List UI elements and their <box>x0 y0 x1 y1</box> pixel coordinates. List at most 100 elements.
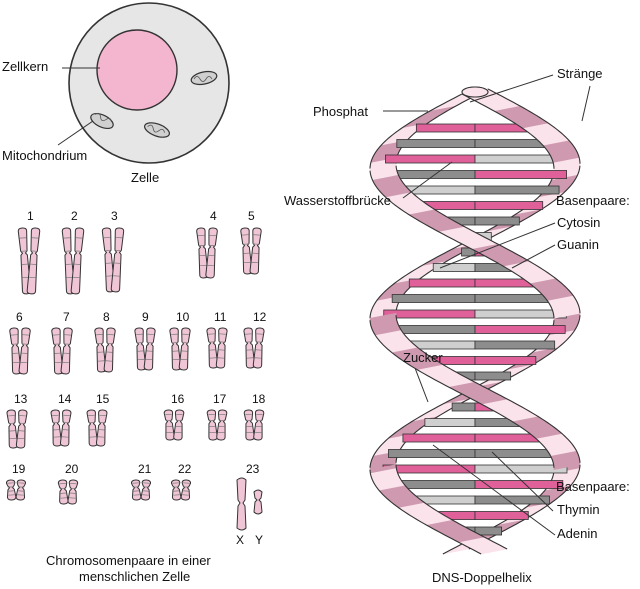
chromosome-number: 6 <box>16 310 23 324</box>
base-left <box>396 139 476 148</box>
strand-segment <box>553 462 581 471</box>
base-left <box>385 154 476 164</box>
base-right <box>474 325 566 334</box>
chromosome-pair-3 <box>101 227 125 293</box>
mitochondrion <box>144 122 170 138</box>
chromosome-pair-9 <box>134 327 156 371</box>
helix-leaders <box>383 74 591 536</box>
cell-title: Zelle <box>131 170 159 185</box>
base-right <box>474 464 568 474</box>
chromosome-x <box>236 477 247 531</box>
chromosome-number: 18 <box>252 392 266 406</box>
chromosome-pair-15 <box>86 409 108 447</box>
chromosome-pair-6 <box>9 327 31 375</box>
helix-title: DNS-Doppelhelix <box>432 570 532 585</box>
chromosome-pair-5 <box>240 227 262 275</box>
base-right <box>474 185 560 195</box>
y-label: Y <box>255 533 263 547</box>
chromosome-pair-11 <box>206 327 228 369</box>
chromosome-pair-19 <box>5 479 27 501</box>
thymine-label: Thymin <box>557 502 600 517</box>
chromosome-number: 4 <box>210 209 217 223</box>
chromosome-number: 15 <box>96 392 110 406</box>
cytosine-label: Cytosin <box>557 215 600 230</box>
cell-diagram: Zellkern Mitochondrium Zelle <box>2 2 230 185</box>
chromosome-pair-10 <box>169 327 191 371</box>
chromosome-number: 23 <box>246 462 260 476</box>
sugar-label: Zucker <box>403 350 443 365</box>
chromatid <box>236 477 247 531</box>
base-right <box>474 480 564 489</box>
chromosome-pair-1 <box>17 227 41 295</box>
hydrogen-bond-label: Wasserstoffbrücke <box>284 193 391 208</box>
adenine-leader <box>432 444 556 536</box>
base-pairs-bottom-label: Basenpaare: <box>556 479 630 494</box>
chromosome-number: 5 <box>248 209 255 223</box>
base-left <box>432 263 476 272</box>
chromosome-number: 7 <box>63 310 70 324</box>
chromosome-y <box>253 489 263 515</box>
chromosome-pair-21 <box>130 479 152 501</box>
base-left <box>424 418 476 427</box>
mitochondrion-leader <box>57 120 94 146</box>
base-right <box>474 371 512 381</box>
strand-edge <box>369 170 555 555</box>
chromosome-pair-16 <box>163 409 185 441</box>
mitochondrion-label: Mitochondrium <box>2 148 87 163</box>
strands-label: Stränge <box>557 66 603 81</box>
strand-edge <box>395 165 581 550</box>
karyotype-caption-line2: menschlichen Zelle <box>79 569 190 584</box>
chromosome-number: 19 <box>12 462 26 476</box>
dna-double-helix <box>369 86 581 555</box>
phosphate-label: Phosphat <box>313 104 368 119</box>
thymine-leader <box>491 451 554 512</box>
sugar-leader <box>414 367 429 403</box>
guanine-leader <box>511 244 556 269</box>
base-left <box>402 433 476 443</box>
chromosome-number: 14 <box>58 392 72 406</box>
karyotype-caption-line1: Chromosomenpaare in einer <box>46 553 211 568</box>
strands-leader-1 <box>469 74 554 103</box>
base-left <box>388 449 476 458</box>
strand-edge <box>369 93 555 468</box>
chromosome-pair-20 <box>57 479 79 505</box>
x-label: X <box>236 533 244 547</box>
base-left <box>415 123 476 133</box>
base-right <box>474 511 529 520</box>
nucleus-label: Zellkern <box>2 59 48 74</box>
strand-end <box>461 86 489 98</box>
chromosome-number: 1 <box>27 209 34 223</box>
chromosome-number: 13 <box>14 392 28 406</box>
chromosome-number: 3 <box>111 209 118 223</box>
strand-edge <box>395 88 581 463</box>
chromosome-number: 21 <box>138 462 152 476</box>
chromosome-pair-2 <box>61 227 85 295</box>
guanine-label: Guanin <box>557 237 599 252</box>
chromosome-number: 8 <box>103 310 110 324</box>
base-right <box>474 526 502 536</box>
base-left <box>451 402 476 412</box>
base-right <box>474 201 544 210</box>
chromosome-number: 10 <box>176 310 190 324</box>
chromosome-number: 9 <box>142 310 149 324</box>
chromosome-number: 17 <box>213 392 227 406</box>
cytosine-leader <box>439 222 556 269</box>
chromosome-pair-22 <box>170 479 192 501</box>
base-left <box>391 294 476 303</box>
base-right <box>474 356 537 365</box>
chromosome-pair-8 <box>94 327 116 373</box>
adenine-label: Adenin <box>557 526 597 541</box>
chromosome-pair-4 <box>196 227 218 279</box>
mitochondrion <box>90 112 114 130</box>
strands-leader-2 <box>581 85 591 122</box>
chromosome-pair-13 <box>6 409 28 449</box>
base-left <box>408 278 476 288</box>
cell-nucleus <box>96 29 178 111</box>
chromosome-number: 16 <box>171 392 185 406</box>
mitochondrion <box>190 70 218 86</box>
chromosome-pair-7 <box>51 327 73 375</box>
chromosome-pair-17 <box>206 409 228 441</box>
chromosome-number: 12 <box>253 310 267 324</box>
hydrogen-bond-leader <box>402 161 453 199</box>
chromosome-number: 2 <box>71 209 78 223</box>
